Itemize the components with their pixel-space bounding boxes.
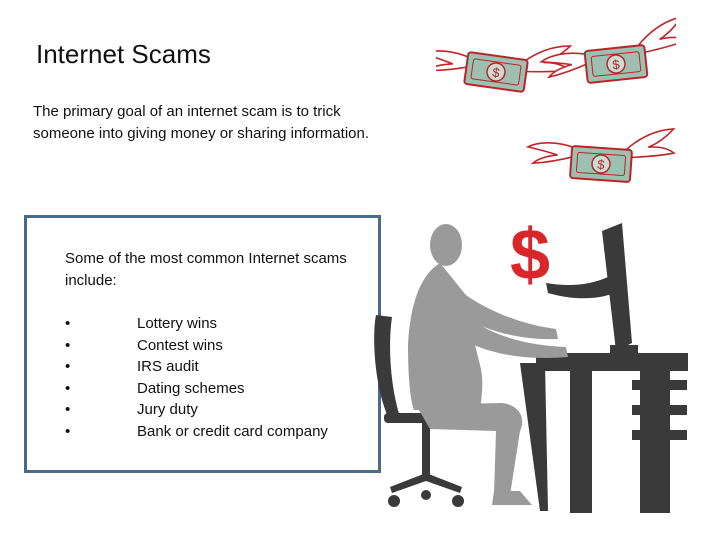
list-item-label: Lottery wins [137, 315, 218, 332]
slide-title: Internet Scams [36, 39, 211, 69]
dollar-sign-icon: $ [510, 215, 550, 295]
list-item-label: Jury duty [137, 401, 198, 419]
flying-money-icon: $ [436, 15, 676, 184]
intro-text: The primary goal of an internet scam is … [33, 103, 370, 142]
list-item-label: IRS audit [137, 358, 199, 376]
panel-heading: Some of the most common Internet scams i… [65, 250, 347, 289]
svg-text:$: $ [510, 215, 550, 295]
bullet: • [65, 379, 71, 397]
list-item-label: Contest wins [137, 336, 223, 354]
bullet: • [65, 336, 71, 354]
scam-list-panel: Some of the most common Internet scams i… [24, 215, 381, 473]
list-item-label: Bank or credit card company [137, 422, 328, 440]
bullet: • [65, 422, 71, 440]
computer-user-illustration: $ [374, 215, 688, 513]
bullet: • [65, 315, 71, 332]
bullet: • [65, 358, 71, 376]
list-item-label: Dating schemes [137, 379, 245, 397]
bullet: • [65, 401, 71, 419]
